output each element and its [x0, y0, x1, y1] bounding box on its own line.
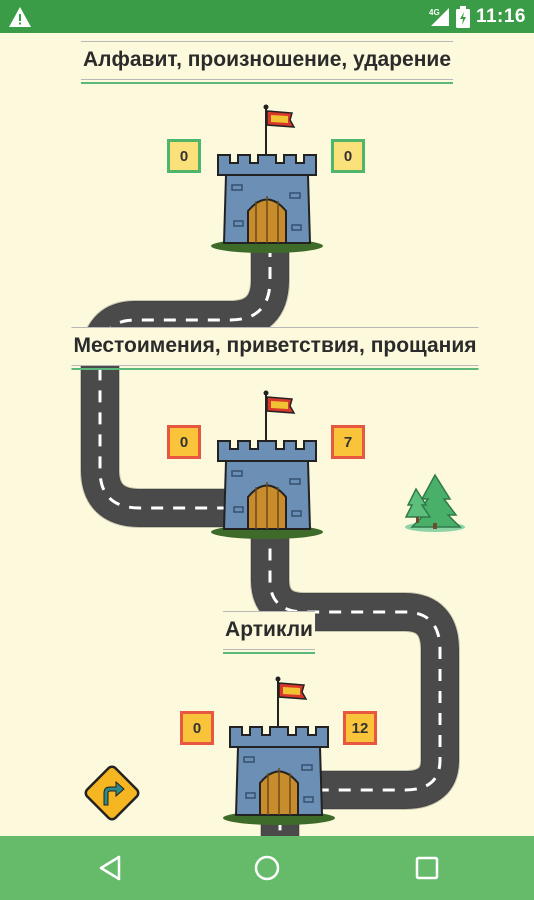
level-2-score-right: 7 — [331, 425, 365, 459]
recents-icon[interactable] — [409, 850, 445, 886]
level-map[interactable]: Алфавит, произношение, ударение 0 0 Мест… — [0, 33, 534, 836]
level-2-score-left: 0 — [167, 425, 201, 459]
level-3-score-left: 0 — [180, 711, 214, 745]
clock: 11:16 — [475, 6, 526, 27]
svg-text:4G: 4G — [429, 8, 440, 17]
warning-icon — [9, 7, 31, 27]
level-title-1[interactable]: Алфавит, произношение, ударение — [80, 41, 454, 84]
home-icon[interactable] — [249, 850, 285, 886]
castle-level-1[interactable] — [208, 103, 326, 253]
level-title-3[interactable]: Артикли — [223, 611, 315, 654]
trees-decoration — [404, 473, 465, 532]
level-3-score-right: 12 — [343, 711, 377, 745]
level-1-score-left: 0 — [167, 139, 201, 173]
castle-level-2[interactable] — [208, 389, 326, 539]
level-1-score-right: 0 — [331, 139, 365, 173]
status-bar: 4G 11:16 — [0, 0, 534, 33]
back-icon[interactable] — [93, 850, 129, 886]
battery-icon — [455, 6, 470, 28]
turn-right-sign-icon[interactable] — [80, 761, 144, 825]
castle-level-3[interactable] — [220, 675, 338, 825]
navigation-bar — [0, 836, 534, 900]
signal-icon: 4G — [429, 8, 449, 26]
level-title-2[interactable]: Местоимения, приветствия, прощания — [71, 327, 479, 370]
